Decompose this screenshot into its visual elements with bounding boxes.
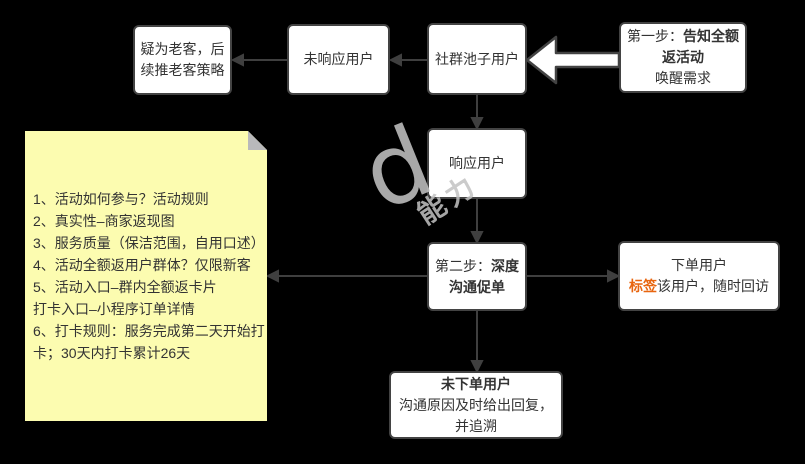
arrowhead-down-icon — [470, 360, 484, 374]
not-ordered-text: 沟通原因及时给出回复， 并追溯 — [399, 396, 553, 434]
node-suspect-old-customer[interactable]: 疑为老客，后 续推老客策略 — [133, 25, 232, 95]
step1-line1: 第一步：告知全额返活动 — [627, 28, 739, 65]
step2-text: 第二步：深度沟通促单 — [435, 257, 519, 295]
node-community-pool-users[interactable]: 社群池子用户 — [427, 23, 527, 95]
arrowhead-left-icon — [265, 269, 279, 283]
not-ordered-title: 未下单用户 — [441, 375, 511, 392]
node-label: 未响应用户 — [303, 51, 374, 67]
node-no-response-users[interactable]: 未响应用户 — [287, 24, 390, 95]
tag-highlight: 标签 — [629, 278, 657, 294]
arrowhead-down-icon — [470, 117, 484, 131]
step2-bold-text: 深度沟通促单 — [449, 257, 519, 295]
node-label: 社群池子用户 — [435, 50, 519, 67]
big-hollow-arrow-icon — [525, 35, 621, 85]
step1-bold-text: 告知全额返活动 — [662, 28, 739, 65]
node-not-ordered-users[interactable]: 未下单用户 沟通原因及时给出回复， 并追溯 — [389, 371, 563, 439]
sticky-note-sheet — [25, 131, 267, 421]
node-step2-deep-communication[interactable]: 第二步：深度沟通促单 — [427, 242, 527, 311]
node-responded-users[interactable]: 响应用户 — [427, 128, 527, 199]
arrowhead-left-icon — [230, 53, 244, 67]
sticky-note-text: 1、活动如何参与？活动规则 2、真实性–商家返现图 3、服务质量（保洁范围，自用… — [33, 191, 265, 361]
ordered-title: 下单用户 — [671, 257, 727, 273]
node-label: 响应用户 — [449, 155, 505, 171]
arrowhead-down-icon — [470, 231, 484, 245]
arrowhead-left-icon — [388, 53, 402, 67]
sticky-note[interactable]: 1、活动如何参与？活动规则 2、真实性–商家返现图 3、服务质量（保洁范围，自用… — [25, 131, 267, 421]
arrowhead-right-icon — [607, 269, 621, 283]
ordered-line2: 标签该用户，随时回访 — [629, 278, 769, 294]
node-ordered-users[interactable]: 下单用户 标签该用户，随时回访 — [618, 241, 780, 311]
node-step1-announce[interactable]: 第一步：告知全额返活动 唤醒需求 — [619, 22, 747, 93]
step1-line2: 唤醒需求 — [655, 70, 711, 86]
